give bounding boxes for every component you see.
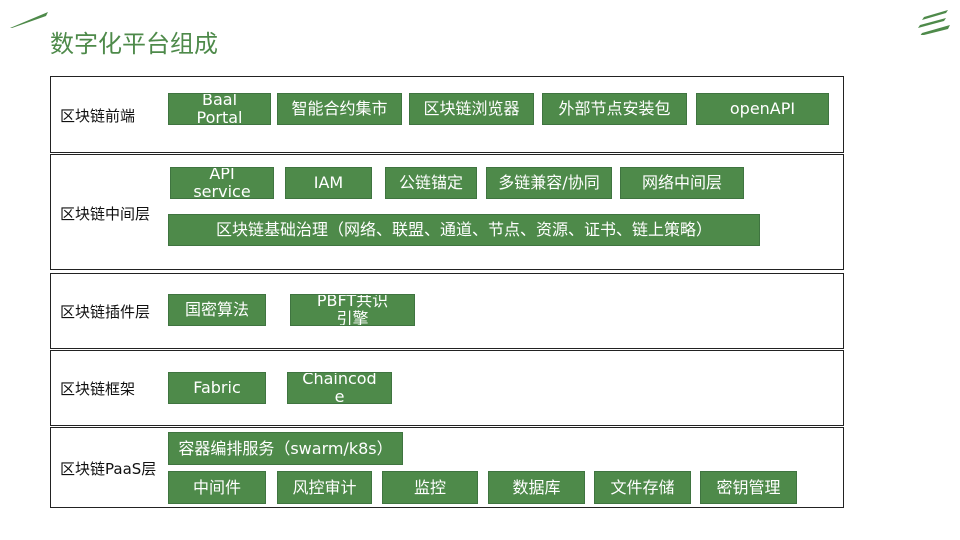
module-container-orchestration[interactable]: 容器编排服务（swarm/k8s） bbox=[168, 432, 403, 465]
row-label: 区块链前端 bbox=[60, 107, 136, 125]
module-api-service[interactable]: API service bbox=[170, 167, 274, 199]
module-node-installer[interactable]: 外部节点安装包 bbox=[542, 93, 687, 125]
module-chain-anchor[interactable]: 公链锚定 bbox=[385, 167, 477, 199]
module-file-storage[interactable]: 文件存储 bbox=[594, 471, 691, 504]
brush-stroke-logo-icon bbox=[10, 12, 48, 28]
module-explorer[interactable]: 区块链浏览器 bbox=[409, 93, 534, 125]
module-contract-market[interactable]: 智能合约集市 bbox=[277, 93, 402, 125]
module-sm-crypto[interactable]: 国密算法 bbox=[168, 294, 266, 326]
module-chaincode[interactable]: Chaincode bbox=[287, 372, 392, 404]
module-fabric[interactable]: Fabric bbox=[168, 372, 266, 404]
row-label: 区块链插件层 bbox=[60, 303, 151, 321]
module-openapi[interactable]: openAPI bbox=[696, 93, 829, 125]
page-title: 数字化平台组成 bbox=[50, 30, 218, 58]
module-network-middleware[interactable]: 网络中间层 bbox=[620, 167, 744, 199]
module-governance[interactable]: 区块链基础治理（网络、联盟、通道、节点、资源、证书、链上策略） bbox=[168, 214, 760, 246]
module-pbft[interactable]: PBFT共识引擎 bbox=[290, 294, 415, 326]
module-risk-audit[interactable]: 风控审计 bbox=[277, 471, 372, 504]
module-database[interactable]: 数据库 bbox=[488, 471, 585, 504]
module-key-management[interactable]: 密钥管理 bbox=[700, 471, 797, 504]
row-label: 区块链框架 bbox=[60, 380, 136, 398]
row-middleware-layer: 区块链中间层 bbox=[50, 154, 844, 270]
module-multichain[interactable]: 多链兼容/协同 bbox=[486, 167, 612, 199]
row-label: 区块链中间层 bbox=[60, 205, 151, 223]
row-plugin-layer: 区块链插件层 bbox=[50, 273, 844, 349]
brush-stripes-logo-icon bbox=[918, 10, 950, 35]
module-iam[interactable]: IAM bbox=[285, 167, 372, 199]
module-middleware[interactable]: 中间件 bbox=[168, 471, 266, 504]
row-framework: 区块链框架 bbox=[50, 350, 844, 426]
module-baal-portal[interactable]: Baal Portal bbox=[168, 93, 271, 125]
row-paas-layer: 区块链PaaS层 bbox=[50, 427, 844, 508]
row-label: 区块链PaaS层 bbox=[60, 460, 157, 478]
row-frontend: 区块链前端 bbox=[50, 76, 844, 153]
module-monitoring[interactable]: 监控 bbox=[382, 471, 478, 504]
